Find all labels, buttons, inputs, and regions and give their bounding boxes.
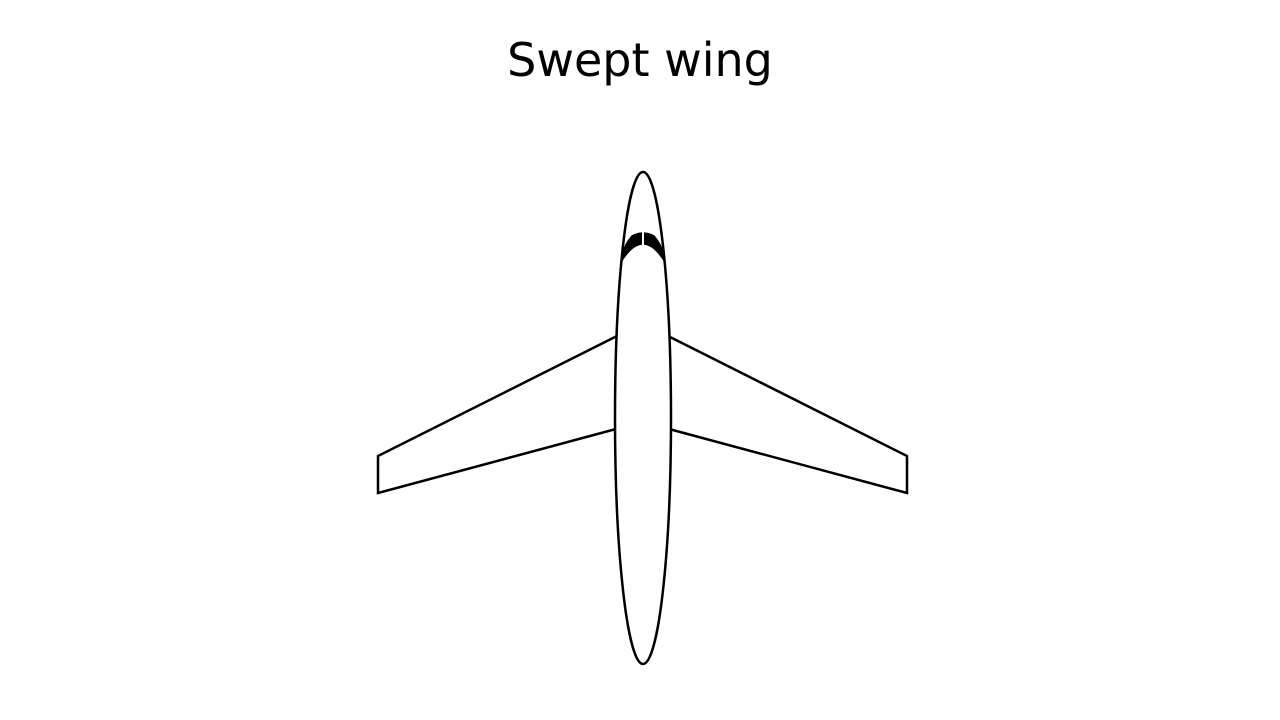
- slide-title: Swept wing: [507, 33, 773, 87]
- left-wing: [376, 333, 619, 495]
- fuselage: [613, 170, 673, 666]
- cockpit-canopy: [620, 232, 666, 263]
- right-wing: [666, 333, 909, 495]
